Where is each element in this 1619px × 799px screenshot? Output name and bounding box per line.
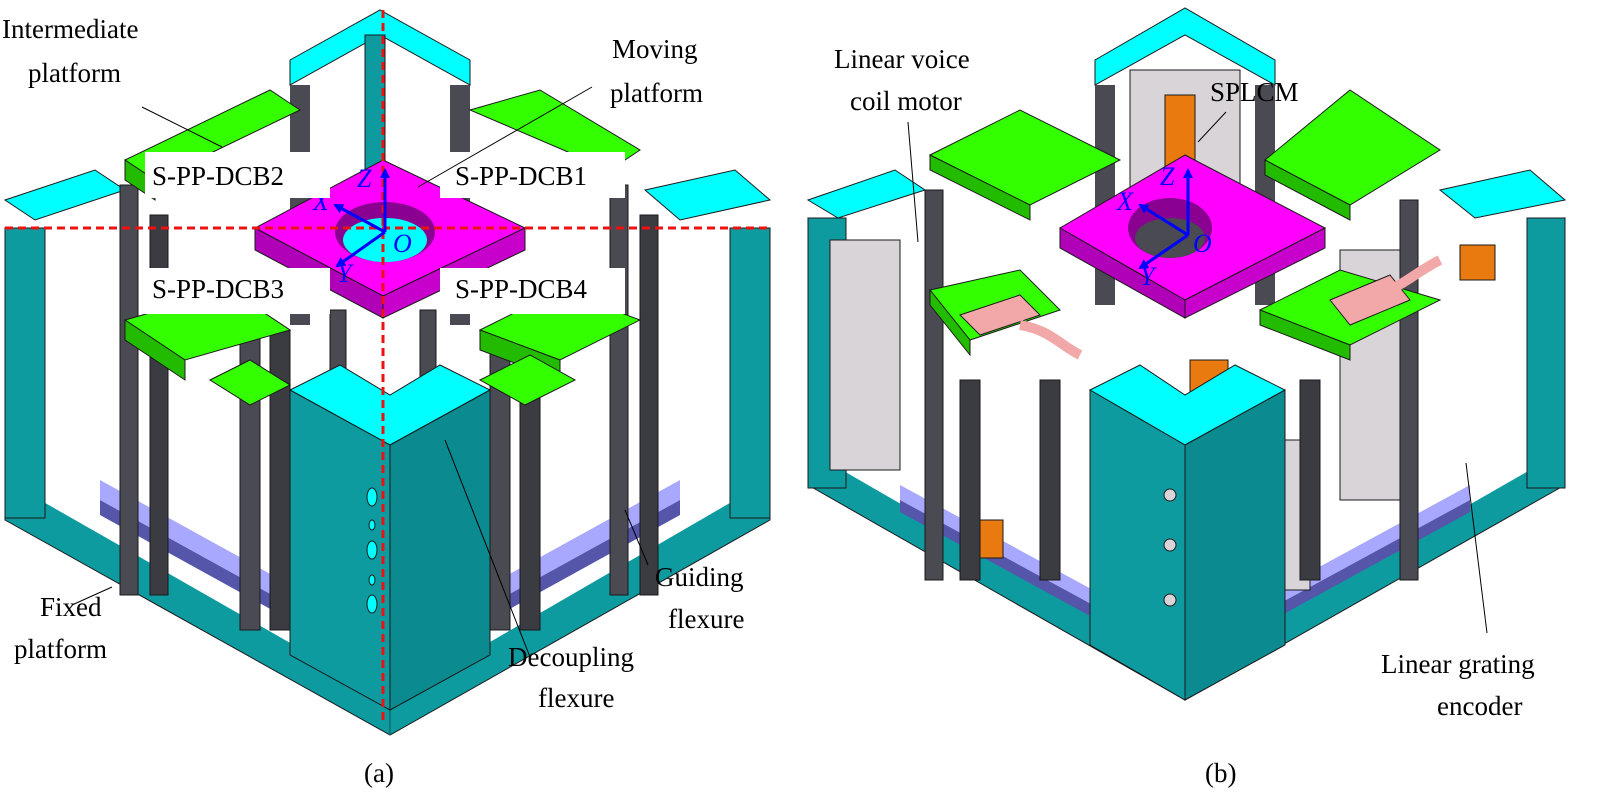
label-voice-coil-motor-line2: coil motor xyxy=(850,86,962,116)
leader-lines-b xyxy=(907,111,1488,634)
label-fixed-platform-line2: platform xyxy=(14,634,107,664)
label-intermediate-platform-line2: platform xyxy=(28,58,121,88)
corner-frame-right-a xyxy=(643,169,772,519)
corner-frame-left-a xyxy=(3,169,127,519)
caption-a: (a) xyxy=(364,758,394,788)
linear-grating-encoders-b xyxy=(959,255,1443,360)
leader-lines-a xyxy=(71,86,649,658)
label-voice-coil-motor-line1: Linear voice xyxy=(834,44,970,74)
x-axis-arrow xyxy=(1138,203,1189,237)
module-label-dcb1: S-PP-DCB1 xyxy=(455,161,587,191)
z-axis-label: Z xyxy=(1160,162,1175,191)
corner-frame-front-b xyxy=(1088,364,1287,701)
label-decoupling-flexure-line1: Decoupling xyxy=(508,642,634,672)
module-label-dcb3: S-PP-DCB3 xyxy=(152,274,284,304)
label-fixed-platform-line1: Fixed xyxy=(40,592,102,622)
x-axis-label: X xyxy=(1116,187,1134,216)
corner-frame-front-a xyxy=(288,364,492,711)
label-guiding-flexure-line2: flexure xyxy=(668,604,744,634)
module-label-dcb4: S-PP-DCB4 xyxy=(455,274,588,304)
corner-frame-right-b xyxy=(1438,169,1567,489)
y-axis-arrow xyxy=(1138,233,1189,270)
label-decoupling-flexure-line2: flexure xyxy=(538,683,614,713)
label-guiding-flexure-line1: Guiding xyxy=(655,562,744,592)
guiding-flexures-b xyxy=(924,189,1419,581)
y-axis-label: Y xyxy=(337,259,354,288)
label-splcm: SPLCM xyxy=(1210,77,1299,107)
x-axis-arrow xyxy=(333,203,386,234)
module-labels-a: S-PP-DCB2 S-PP-DCB1 S-PP-DCB3 S-PP-DCB4 xyxy=(145,152,625,314)
label-moving-platform-line2: platform xyxy=(610,78,703,108)
panel-a: Z X Y O S-PP-DCB2 S-PP-DCB1 S-PP-DCB3 S-… xyxy=(2,9,772,788)
z-axis-label: Z xyxy=(357,164,372,193)
origin-label: O xyxy=(393,229,412,258)
coordinate-frame-b: Z X Y O xyxy=(1116,162,1212,291)
label-grating-encoder-line2: encoder xyxy=(1437,691,1522,721)
intermediate-platforms-a xyxy=(123,89,642,406)
centerlines-a xyxy=(5,10,770,720)
label-intermediate-platform-line1: Intermediate xyxy=(2,14,138,44)
caption-b: (b) xyxy=(1205,758,1236,788)
module-label-dcb2: S-PP-DCB2 xyxy=(152,161,284,191)
y-axis-arrow xyxy=(335,230,386,268)
panel-b: Z X Y O Linear voice coil motor SPLCM Li… xyxy=(806,7,1567,788)
label-moving-platform-line1: Moving xyxy=(612,34,698,64)
moving-platform-b xyxy=(1059,154,1327,319)
y-axis-label: Y xyxy=(1140,262,1157,291)
origin-label: O xyxy=(1193,229,1212,258)
callouts-b: Linear voice coil motor SPLCM Linear gra… xyxy=(834,44,1535,721)
callouts-a: Intermediate platform Moving platform Fi… xyxy=(2,14,744,713)
label-grating-encoder-line1: Linear grating xyxy=(1381,649,1535,679)
